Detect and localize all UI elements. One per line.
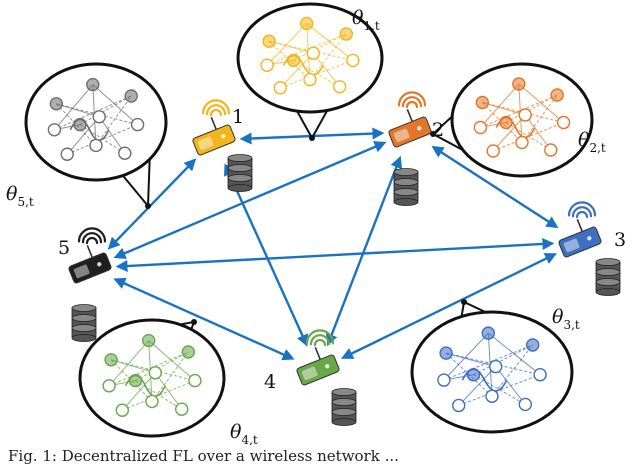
model-label-4: θ4,t — [230, 421, 258, 447]
database-icon-3 — [595, 258, 621, 296]
device-2 — [388, 91, 432, 148]
model-cluster-2 — [430, 62, 594, 178]
model-cluster-1 — [236, 2, 384, 141]
wifi-icon — [397, 91, 427, 109]
links-layer — [107, 127, 559, 361]
link-2-3 — [431, 145, 559, 229]
wifi-icon — [305, 329, 335, 347]
device-label-2: 2 — [432, 119, 444, 141]
network-diagram: 1 2 3 4 5 θ1,t θ2,t θ3,t θ4,t θ5,t — [6, 2, 626, 447]
device-3 — [558, 201, 602, 258]
model-cluster-5 — [24, 62, 168, 209]
model-label-5: θ5,t — [6, 183, 34, 209]
link-3-5 — [115, 238, 555, 272]
wifi-icon — [77, 227, 107, 245]
link-4-5 — [113, 277, 295, 361]
figure-caption: Fig. 1: Decentralized FL over a wireless… — [8, 447, 399, 465]
wifi-icon — [567, 201, 597, 219]
device-5 — [68, 227, 112, 284]
device-label-5: 5 — [58, 237, 70, 259]
device-1 — [192, 99, 236, 156]
wifi-icon — [201, 99, 231, 117]
database-icon-4 — [331, 388, 357, 426]
model-cluster-4 — [78, 318, 226, 438]
device-label-1: 1 — [232, 106, 244, 128]
database-icon-2 — [393, 168, 419, 206]
database-icon-1 — [227, 154, 253, 192]
device-4 — [296, 329, 340, 386]
device-label-4: 4 — [264, 371, 276, 393]
model-label-3: θ3,t — [552, 306, 580, 332]
device-label-3: 3 — [614, 229, 626, 251]
model-label-2: θ2,t — [578, 129, 606, 155]
model-cluster-3 — [410, 299, 574, 434]
model-label-1: θ1,t — [352, 7, 380, 33]
database-icon-5 — [71, 304, 97, 342]
